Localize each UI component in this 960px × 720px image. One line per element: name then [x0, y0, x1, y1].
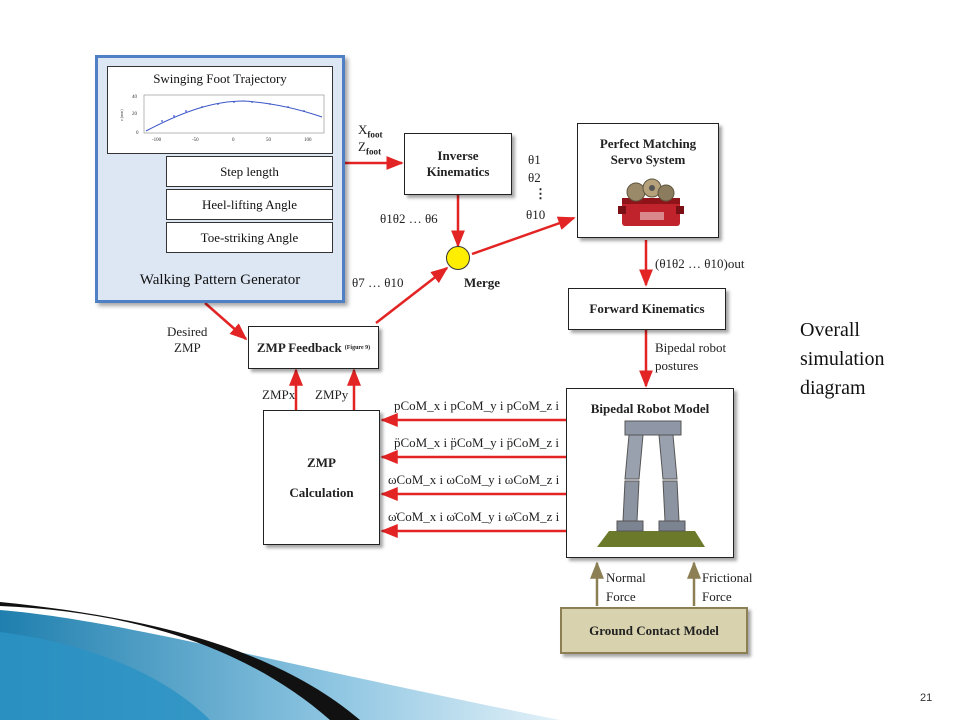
zmp-calc-line-1: ZMP	[307, 454, 336, 470]
trajectory-chart: z (mm) 40 20 0 -100 -50 0 50 100	[119, 94, 325, 143]
postures-line-2: postures	[655, 358, 699, 373]
trajectory-marker	[251, 101, 253, 103]
servo-line-2: Servo System	[610, 152, 686, 167]
theta-2-label: θ2	[528, 170, 541, 185]
param-step-length: Step length	[166, 156, 333, 187]
x-foot-main: X	[358, 122, 368, 137]
trajectory-marker	[217, 103, 219, 105]
arrow-merge-to-servo	[471, 216, 576, 256]
trajectory-marker	[173, 115, 175, 117]
param-toe-striking-angle-label: Toe-striking Angle	[200, 229, 299, 245]
param-heel-lifting-angle: Heel-lifting Angle	[166, 189, 333, 220]
postures-line-1: Bipedal robot	[655, 340, 727, 355]
feedback-row-3-label: ωCoM_x i ωCoM_y i ωCoM_z i	[388, 472, 560, 487]
slide-caption-line-3: diagram	[800, 377, 866, 399]
trajectory-ylabel: z (mm)	[119, 109, 124, 121]
slide-swoosh-decoration	[0, 602, 560, 720]
theta-1-6-label: θ1θ2 … θ6	[380, 211, 438, 226]
trajectory-curve	[145, 100, 323, 132]
fk-label: Forward Kinematics	[589, 301, 705, 316]
trajectory-marker	[233, 101, 235, 103]
z-foot-sub: foot	[365, 146, 382, 157]
desired-zmp-line-1: Desired	[167, 324, 208, 339]
trajectory-ytick: 0	[136, 131, 139, 136]
trajectory-marker	[287, 106, 289, 108]
slide-caption-line-1: Overall	[800, 319, 860, 341]
trajectory-ytick: 40	[132, 95, 138, 100]
zmp-feedback-note: (Figure 9)	[344, 344, 371, 351]
param-step-length-label: Step length	[220, 163, 279, 179]
servo-line-1: Perfect Matching	[599, 136, 697, 151]
z-foot-label: Zfoot	[358, 139, 381, 157]
theta-10-label: θ10	[526, 207, 546, 222]
walking-pattern-generator: Swinging Foot Trajectory z (mm) 40 20 0 …	[95, 55, 345, 303]
ground-contact-model-block: Ground Contact Model	[560, 607, 748, 654]
trajectory-xtick: 100	[304, 138, 312, 143]
trajectory-title: Swinging Foot Trajectory	[153, 71, 287, 86]
feedback-row-4-label: ω̇CoM_x i ω̇CoM_y i ω̇CoM_z i	[388, 509, 560, 524]
normal-force-line-2: Force	[606, 589, 636, 604]
merge-label: Merge	[464, 275, 501, 290]
page-number: 21	[920, 692, 933, 704]
trajectory-xtick: -100	[152, 138, 162, 143]
trajectory-xtick: 0	[232, 138, 235, 143]
trajectory-marker	[269, 103, 271, 105]
x-foot-label: Xfoot	[358, 122, 383, 140]
servo-system-block: Perfect Matching Servo System	[577, 123, 719, 238]
param-toe-striking-angle: Toe-striking Angle	[166, 222, 333, 253]
trajectory-marker	[185, 110, 187, 112]
desired-zmp-line-2: ZMP	[174, 340, 201, 355]
frictional-force-line-2: Force	[702, 589, 732, 604]
zmp-feedback-label: ZMP Feedback	[256, 339, 342, 355]
ik-line-1: Inverse	[437, 148, 479, 163]
wpg-title: Walking Pattern Generator	[139, 272, 301, 288]
x-foot-sub: foot	[367, 129, 383, 140]
slide-caption-line-2: simulation	[800, 348, 885, 370]
slide-caption: Overall simulation diagram	[800, 316, 884, 403]
forward-kinematics-block: Forward Kinematics	[568, 288, 726, 330]
zmp-calc-line-2: Calculation	[289, 484, 354, 500]
theta-dots-label: ⋮	[534, 186, 547, 201]
trajectory-ytick: 20	[132, 112, 138, 117]
zmp-y-label: ZMPy	[315, 387, 349, 402]
arrow-zmpfb-to-merge	[375, 266, 449, 324]
trajectory-xtick: -50	[192, 138, 199, 143]
zmp-calculation-block: ZMP Calculation	[263, 410, 380, 545]
arrow-wpg-to-zmpfb	[204, 302, 248, 341]
param-heel-lifting-angle-label: Heel-lifting Angle	[202, 196, 297, 212]
trajectory-marker	[161, 120, 163, 122]
bipedal-robot-model-block: Bipedal Robot Model	[566, 388, 734, 558]
trajectory-markers	[161, 101, 305, 122]
zmp-feedback-block: ZMP Feedback (Figure 9)	[248, 326, 379, 369]
robot-model-title: Bipedal Robot Model	[590, 401, 710, 416]
zmp-x-label: ZMPx	[262, 387, 296, 402]
trajectory-marker	[303, 110, 305, 112]
z-foot-main: Z	[358, 139, 366, 154]
servo-motor-image	[618, 178, 684, 226]
feedback-row-2-label: p̈CoM_x i p̈CoM_y i p̈CoM_z i	[394, 435, 560, 450]
theta-out-label: (θ1θ2 … θ10)out	[655, 256, 745, 271]
trajectory-marker	[201, 106, 203, 108]
feedback-row-1-label: pCoM_x i pCoM_y i pCoM_z i	[394, 398, 560, 413]
trajectory-xtick: 50	[266, 138, 272, 143]
robot-legs-image	[597, 420, 705, 547]
trajectory-chart-axes	[143, 94, 325, 134]
theta-1-label: θ1	[528, 152, 541, 167]
frictional-force-line-1: Frictional	[702, 570, 753, 585]
swinging-foot-trajectory-panel: Swinging Foot Trajectory z (mm) 40 20 0 …	[107, 66, 333, 154]
theta-7-10-label: θ7 … θ10	[352, 275, 404, 290]
ground-contact-label: Ground Contact Model	[589, 622, 719, 638]
ik-line-2: Kinematics	[426, 164, 490, 179]
normal-force-line-1: Normal	[606, 570, 646, 585]
merge-node	[446, 246, 470, 270]
inverse-kinematics-block: Inverse Kinematics	[404, 133, 512, 195]
